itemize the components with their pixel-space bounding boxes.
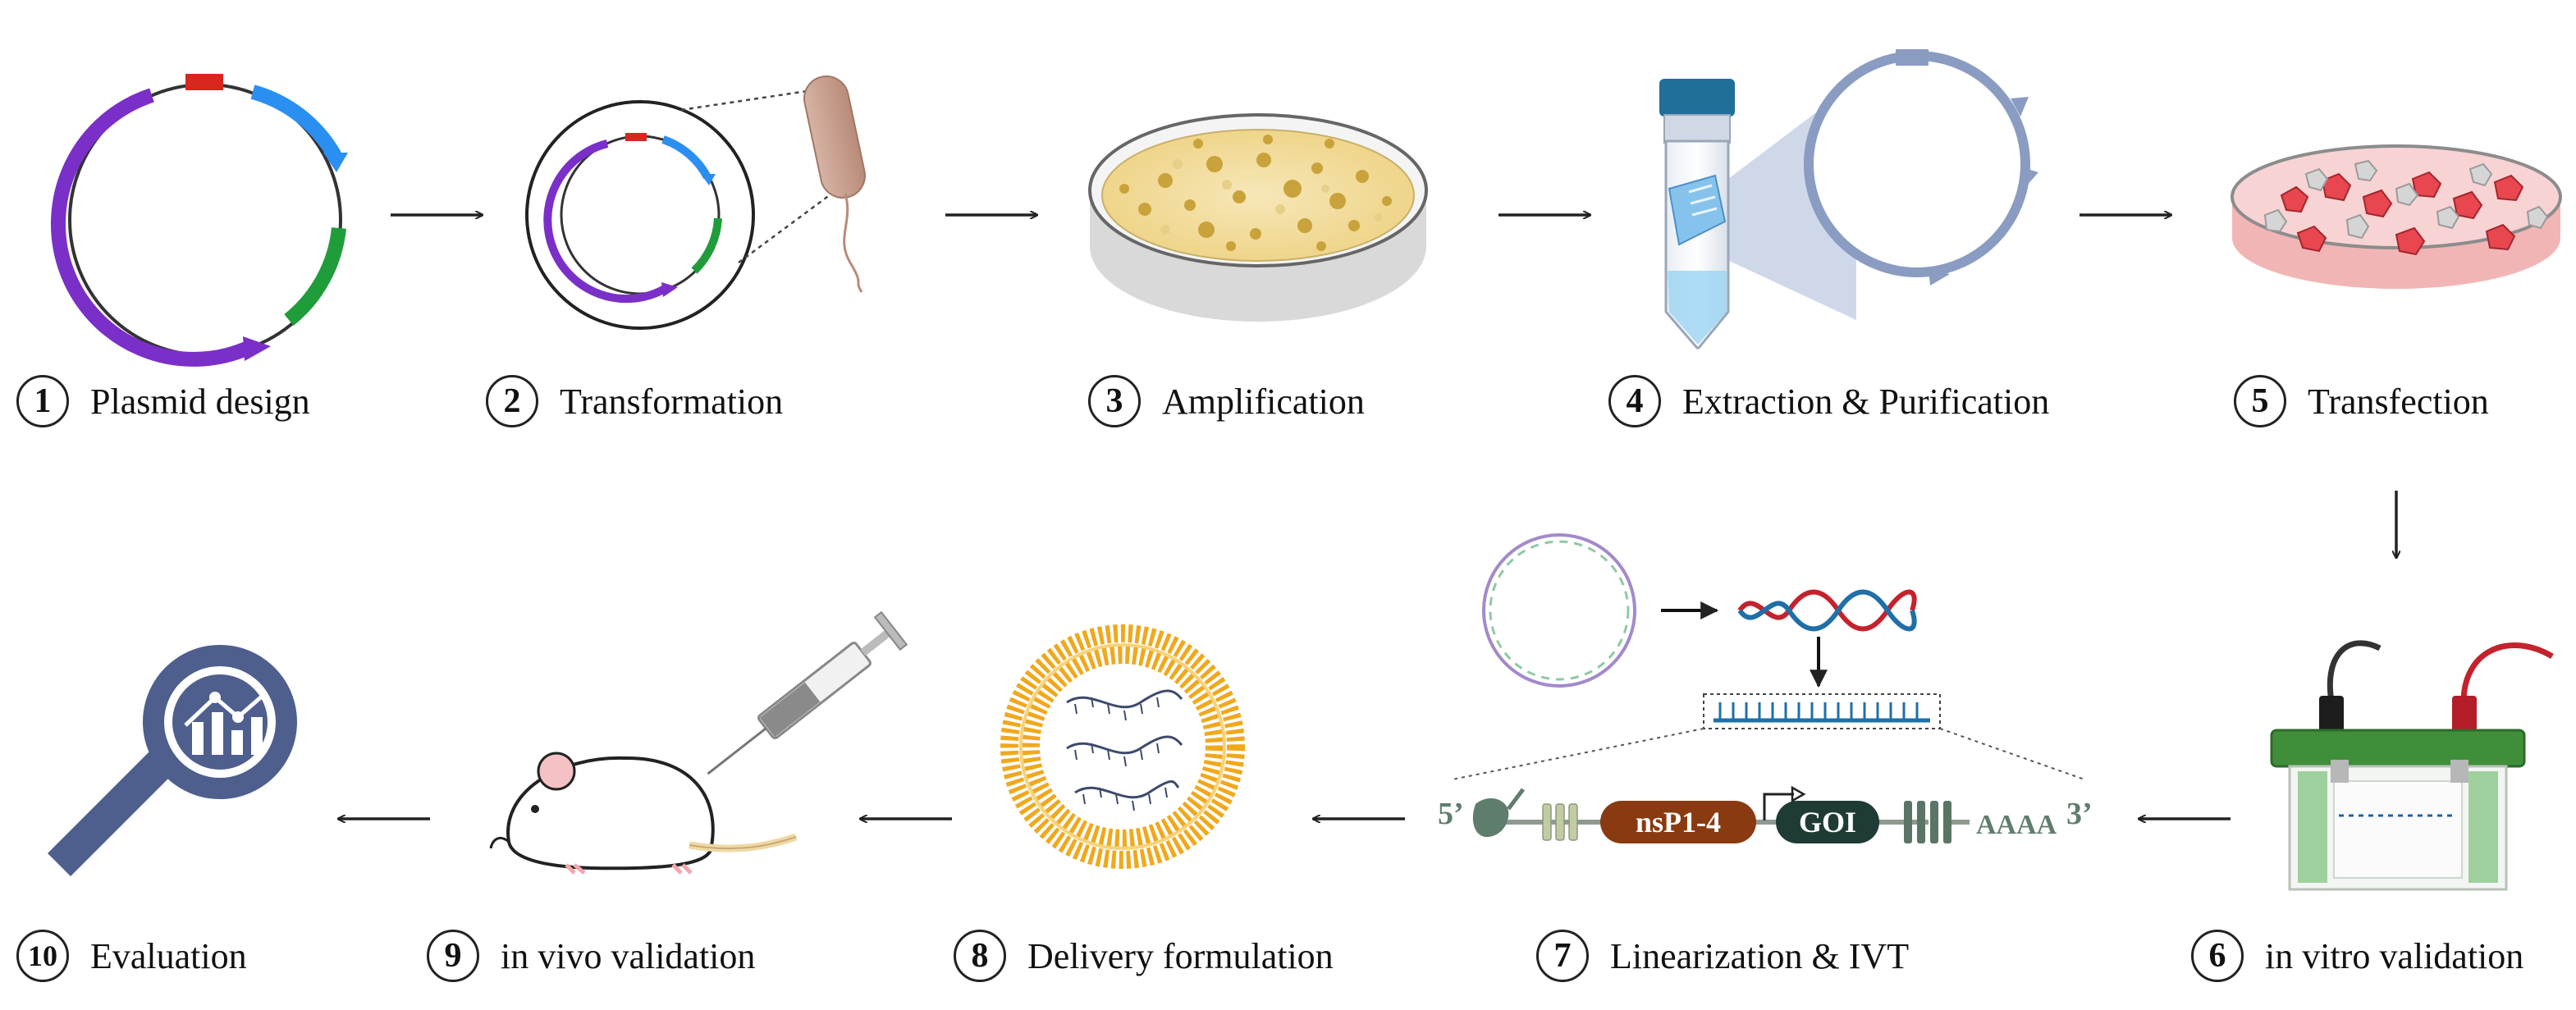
- step-1-label: 1 Plasmid design: [16, 368, 310, 434]
- mouse-syringe-illustration: [489, 610, 908, 875]
- petri-dish-illustration: [1088, 113, 1428, 322]
- polya-label: AAAA: [1976, 810, 2057, 840]
- step-6-label: 6 in vitro validation: [2191, 923, 2523, 989]
- step-number: 8: [954, 930, 1006, 982]
- evaluation-magnifier-illustration: [48, 645, 297, 876]
- lipid-nanoparticle-illustration: [1000, 624, 1245, 869]
- step-title: in vivo validation: [501, 935, 756, 976]
- step-title: Amplification: [1162, 381, 1365, 422]
- gel-electrophoresis-illustration: [2270, 640, 2554, 891]
- step-title: Transfection: [2308, 381, 2489, 422]
- step-8-label: 8 Delivery formulation: [954, 923, 1334, 989]
- step-number: 9: [427, 930, 479, 982]
- plasmid-design-illustration: [51, 74, 348, 367]
- step-number: 3: [1088, 375, 1141, 427]
- step-number: 7: [1536, 930, 1589, 982]
- step-4-label: 4 Extraction & Purification: [1608, 368, 2049, 434]
- step-title: Evaluation: [90, 935, 247, 976]
- step-number: 4: [1608, 375, 1661, 427]
- step-5-label: 5 Transfection: [2234, 368, 2489, 434]
- step-title: Linearization & IVT: [1610, 935, 1910, 976]
- goi-label: GOI: [1799, 806, 1856, 839]
- step-number: 2: [486, 375, 538, 427]
- linearization-ivt-illustration: 5’ nsP1-4 GOI AAAA 3’: [1438, 533, 2093, 843]
- step-10-label: 10 Evaluation: [16, 923, 247, 989]
- step-9-label: 9 in vivo validation: [427, 923, 755, 989]
- step-number: 10: [16, 930, 69, 982]
- step-title: Transformation: [560, 381, 784, 422]
- step-title: Delivery formulation: [1027, 935, 1334, 976]
- step-title: in vitro validation: [2265, 935, 2524, 976]
- five-prime-label: 5’: [1438, 797, 1464, 831]
- step-7-label: 7 Linearization & IVT: [1536, 923, 1909, 989]
- step-2-label: 2 Transformation: [486, 368, 783, 434]
- nsp-label: nsP1-4: [1636, 806, 1721, 839]
- extraction-tube-illustration: [1659, 49, 2038, 350]
- transfection-dish-illustration: [2231, 144, 2562, 289]
- three-prime-label: 3’: [2066, 797, 2093, 831]
- step-number: 5: [2234, 375, 2286, 427]
- step-3-label: 3 Amplification: [1088, 368, 1365, 434]
- step-number: 1: [16, 375, 69, 427]
- step-title: Plasmid design: [90, 381, 310, 422]
- step-number: 6: [2191, 930, 2244, 982]
- transformation-illustration: [525, 75, 866, 330]
- step-title: Extraction & Purification: [1682, 381, 2050, 422]
